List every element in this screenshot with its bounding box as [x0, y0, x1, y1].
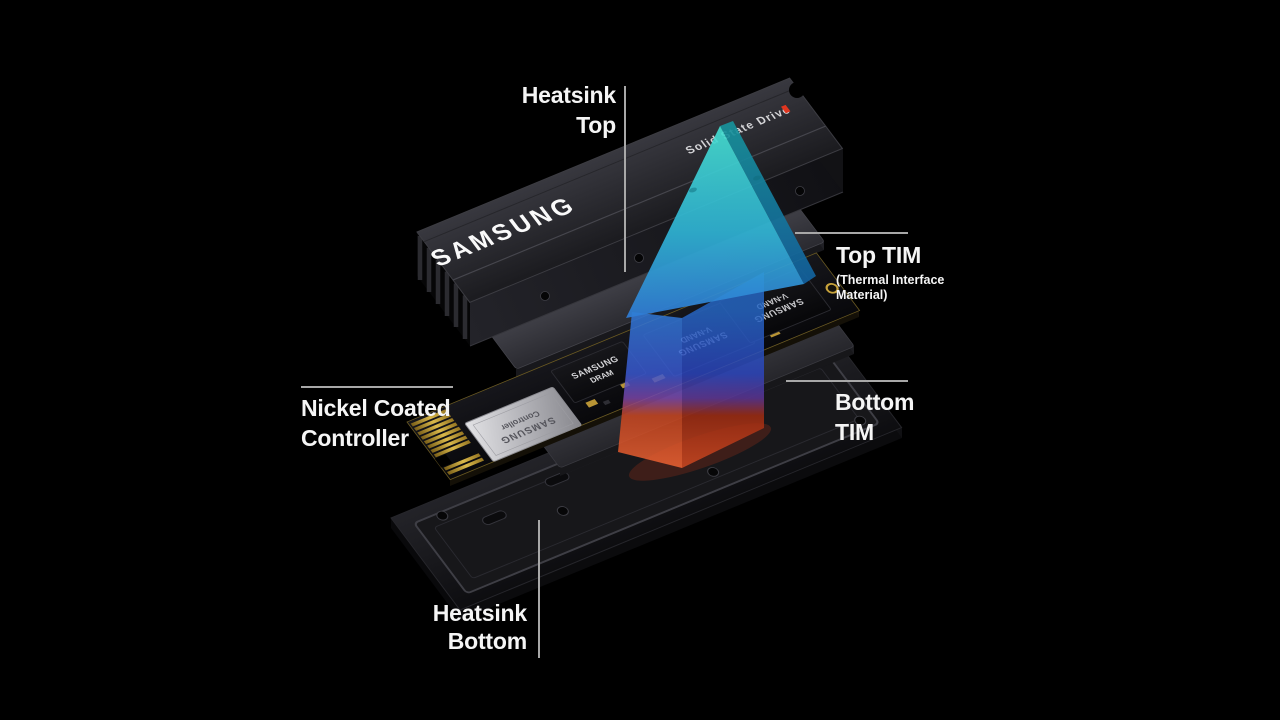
- label-text: Heatsink: [432, 600, 527, 626]
- label-text: Top: [576, 112, 616, 138]
- callout-line-top-tim: [795, 232, 908, 234]
- label-text: Bottom: [447, 628, 527, 654]
- callout-nickel-controller: Nickel Coated Controller: [301, 393, 451, 453]
- screw-hole: [436, 510, 449, 521]
- callout-top-tim: Top TIM (Thermal Interface Material): [836, 240, 944, 303]
- arrow-head: [626, 121, 816, 318]
- heatsink-notch: [789, 82, 805, 98]
- label-text: Controller: [301, 425, 409, 451]
- callout-line-bottom-tim: [786, 380, 908, 382]
- standoff-post: [544, 471, 570, 487]
- callout-heatsink-bottom: Heatsink Bottom: [330, 599, 527, 655]
- screw-hole: [707, 467, 720, 477]
- m2-connector: [410, 409, 485, 475]
- callout-line-heatsink-top: [624, 86, 626, 272]
- mount-hole: [825, 283, 839, 294]
- heat-arrow: [618, 121, 816, 481]
- screw-hole: [556, 506, 569, 516]
- label-text: Top TIM: [836, 242, 922, 268]
- label-text: TIM: [835, 419, 874, 445]
- arrow-shaft: [618, 272, 764, 468]
- callout-line-heatsink-bottom: [538, 520, 540, 658]
- label-text: Heatsink: [521, 82, 616, 108]
- callout-line-nickel-controller: [301, 386, 453, 388]
- label-subtext: Material): [836, 288, 888, 302]
- screw-hole: [634, 253, 644, 263]
- label-text: Bottom: [835, 389, 915, 415]
- label-subtext: (Thermal Interface: [836, 273, 945, 287]
- screw-hole: [795, 186, 805, 196]
- controller-chip: SAMSUNG Controller: [464, 387, 582, 462]
- screw-hole: [854, 415, 867, 426]
- connector-key-notch: [434, 454, 453, 468]
- standoff-post: [482, 510, 507, 525]
- label-text: Nickel Coated: [301, 395, 451, 421]
- callout-heatsink-top: Heatsink Top: [420, 80, 616, 140]
- callout-bottom-tim: Bottom TIM: [835, 387, 914, 447]
- screw-hole: [540, 291, 550, 301]
- red-logo-mark: [781, 104, 791, 114]
